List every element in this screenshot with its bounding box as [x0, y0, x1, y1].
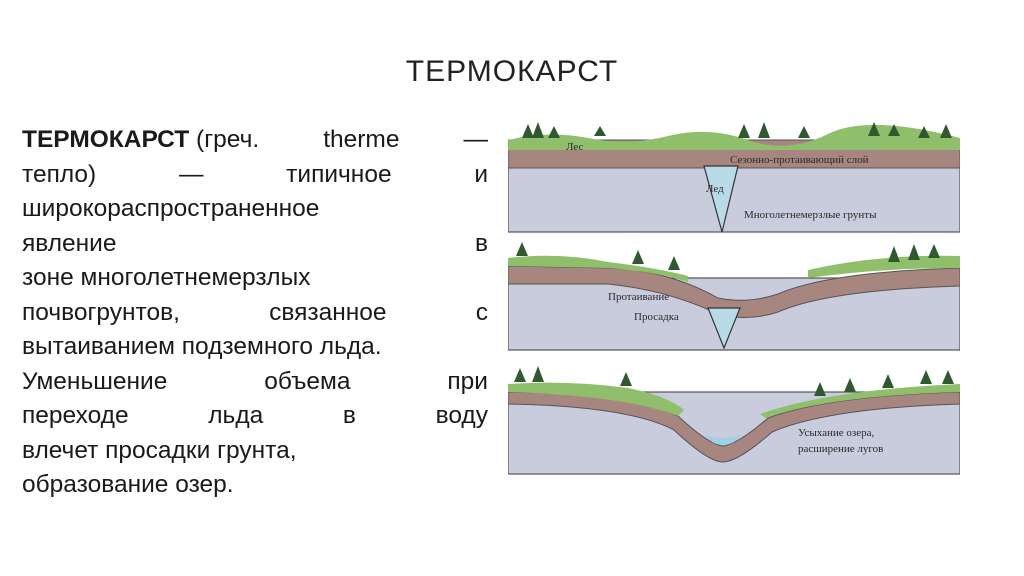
word: воду	[435, 402, 488, 429]
text-line-4: явление в	[22, 227, 488, 262]
panel-lake: Усыхание озера, расширение лугов	[508, 366, 960, 475]
text-line-3: широкораспространенное	[22, 195, 320, 222]
label-forest: Лес	[566, 141, 584, 153]
vegetation-left	[508, 382, 684, 416]
word: —	[463, 126, 489, 153]
word: в	[474, 229, 488, 257]
vegetation-right	[808, 255, 960, 278]
word: тепло)	[22, 160, 97, 188]
word: в	[342, 402, 356, 429]
body-text: ТЕРМОКАРСТ (греч. therme — тепло) — типи…	[22, 123, 488, 503]
word: с	[475, 298, 488, 326]
label-meadow-expansion: расширение лугов	[798, 443, 883, 455]
text-line-1: ТЕРМОКАРСТ (греч. therme —	[22, 123, 488, 158]
panel-initial: Лес Сезонно-протаивающий слой Лед Многол…	[508, 122, 960, 233]
text-line-9: переходе льда в воду	[22, 399, 488, 434]
text-line-7: вытаиванием подземного льда.	[22, 333, 382, 360]
panel-thawing: Протаивание Просадка	[508, 242, 960, 351]
text-line-8: Уменьшение объема при	[22, 365, 488, 400]
word: объема	[264, 367, 351, 395]
text-line-11: образование озер.	[22, 471, 234, 498]
tree-icon	[516, 242, 940, 270]
word: Уменьшение	[22, 367, 168, 395]
vegetation-layer	[508, 124, 960, 150]
label-thaw: Протаивание	[608, 291, 669, 303]
word: therme	[323, 126, 400, 153]
ice-wedge	[707, 307, 741, 350]
forest-icon	[522, 122, 952, 138]
vegetation-left	[508, 255, 688, 282]
sediment-layer	[508, 391, 960, 463]
text-line-2: тепло) — типичное и	[22, 158, 488, 193]
word: явление	[22, 229, 117, 257]
word: льда	[208, 402, 264, 429]
word: и	[474, 160, 488, 188]
word: почвогрунтов,	[22, 298, 180, 326]
text-line-5: зоне многолетнемерзлых	[22, 264, 311, 291]
tree-icon	[514, 366, 954, 396]
word: переходе	[22, 402, 129, 429]
word: при	[447, 367, 488, 395]
word: (греч.	[196, 126, 260, 153]
word: связанное	[269, 298, 387, 326]
label-active-layer: Сезонно-протаивающий слой	[730, 154, 869, 166]
ice-wedge	[703, 165, 739, 233]
label-lake-drying: Усыхание озера,	[798, 427, 874, 439]
text-line-6: почвогрунтов, связанное с	[22, 296, 488, 331]
lake-water	[704, 434, 742, 445]
label-ice: Лед	[706, 183, 724, 195]
label-permafrost: Многолетнемерзлые грунты	[744, 209, 877, 221]
term-heading: ТЕРМОКАРСТ	[22, 126, 190, 153]
vegetation-right	[760, 384, 960, 418]
word: —	[178, 160, 204, 188]
slide-title: ТЕРМОКАРСТ	[405, 55, 619, 88]
text-line-10: влечет просадки грунта,	[22, 436, 297, 464]
label-subsidence: Просадка	[634, 311, 679, 323]
thermokarst-figure: Лес Сезонно-протаивающий слой Лед Многол…	[508, 116, 960, 476]
word: типичное	[286, 160, 392, 188]
